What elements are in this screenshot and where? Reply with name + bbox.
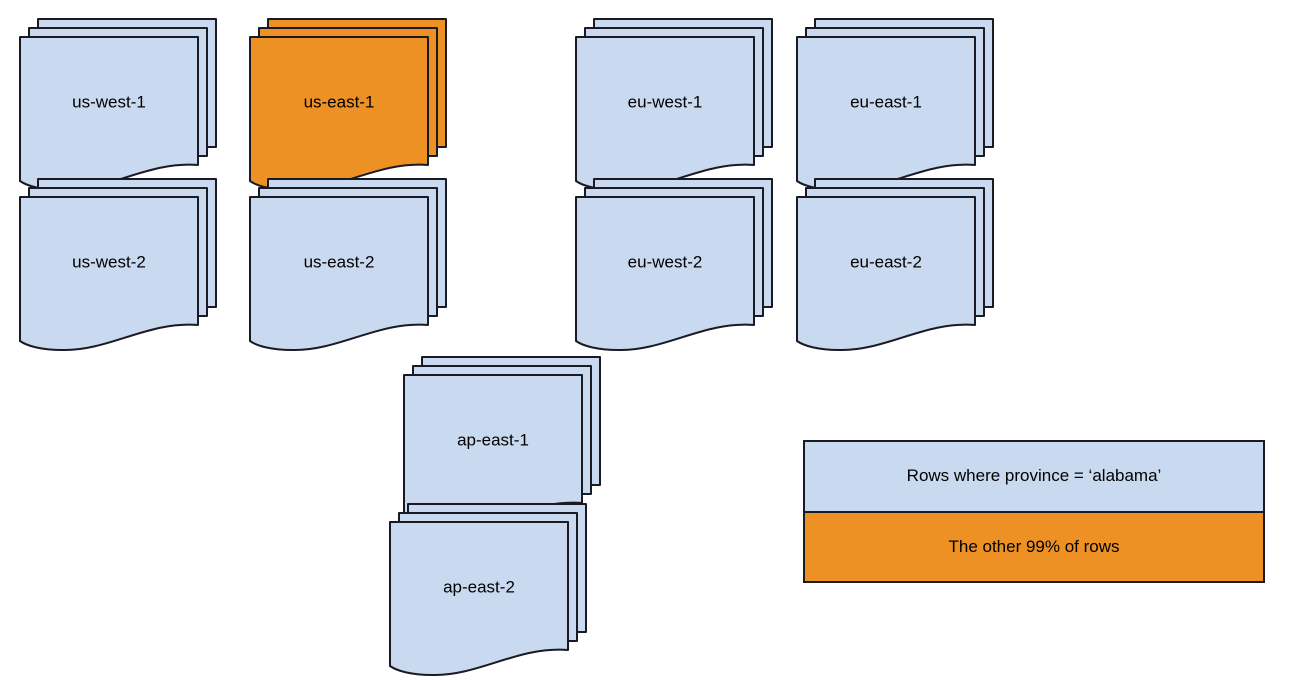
region-label: us-east-2 bbox=[304, 252, 375, 271]
sheet-front bbox=[575, 36, 755, 192]
region-label: eu-east-2 bbox=[850, 252, 922, 271]
region-label: us-west-2 bbox=[72, 252, 146, 271]
region-stack-us-east-1[interactable]: us-east-1 bbox=[248, 17, 450, 192]
region-label: eu-east-1 bbox=[850, 92, 922, 111]
region-stack-ap-east-1[interactable]: ap-east-1 bbox=[402, 355, 604, 530]
region-stack-eu-west-1[interactable]: eu-west-1 bbox=[574, 17, 776, 192]
legend: Rows where province = ‘alabama’ The othe… bbox=[803, 440, 1265, 583]
legend-label-other: The other 99% of rows bbox=[948, 536, 1120, 556]
sheet-front bbox=[796, 36, 976, 192]
sheet-front bbox=[19, 36, 199, 192]
legend-row-other: The other 99% of rows bbox=[805, 512, 1263, 581]
sheet-front bbox=[389, 521, 569, 677]
sheet-front bbox=[575, 196, 755, 352]
region-label: eu-west-1 bbox=[628, 92, 703, 111]
region-label: ap-east-1 bbox=[457, 430, 529, 449]
region-label: eu-west-2 bbox=[628, 252, 703, 271]
sheet-front bbox=[19, 196, 199, 352]
region-stack-eu-east-2[interactable]: eu-east-2 bbox=[795, 177, 997, 352]
region-label: us-east-1 bbox=[304, 92, 375, 111]
region-stack-ap-east-2[interactable]: ap-east-2 bbox=[388, 502, 590, 677]
region-stack-eu-east-1[interactable]: eu-east-1 bbox=[795, 17, 997, 192]
region-stack-us-east-2[interactable]: us-east-2 bbox=[248, 177, 450, 352]
sheet-front bbox=[249, 36, 429, 192]
legend-label-alabama: Rows where province = ‘alabama’ bbox=[906, 466, 1162, 486]
legend-row-alabama: Rows where province = ‘alabama’ bbox=[805, 442, 1263, 513]
region-label: us-west-1 bbox=[72, 92, 146, 111]
region-stack-us-west-1[interactable]: us-west-1 bbox=[18, 17, 220, 192]
region-label: ap-east-2 bbox=[443, 577, 515, 596]
sheet-front bbox=[249, 196, 429, 352]
region-stack-eu-west-2[interactable]: eu-west-2 bbox=[574, 177, 776, 352]
sheet-front bbox=[796, 196, 976, 352]
region-stack-us-west-2[interactable]: us-west-2 bbox=[18, 177, 220, 352]
